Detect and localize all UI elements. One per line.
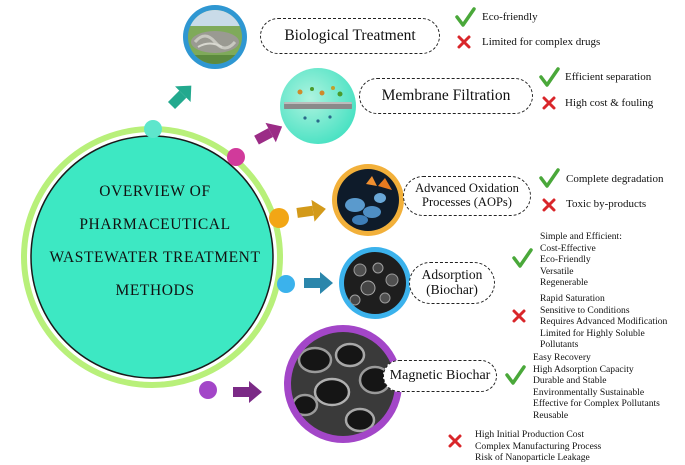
con-text: Rapid Saturation [540,293,605,304]
check-icon [539,168,560,188]
center-title-line: OVERVIEW OF [99,183,211,200]
magnetic-cons-list: High Initial Production Cost Complex Man… [475,429,601,464]
method-name-line: Processes (AOPs) [422,195,512,209]
method-name-line: Adsorption [421,267,483,283]
ring-dot-orange [269,208,289,228]
ring-dot-magenta [227,148,245,166]
pro-text: Complete degradation [566,173,664,185]
biological-treatment-image [183,5,247,69]
center-title-line: METHODS [115,282,195,299]
pro-text: Efficient separation [565,71,652,83]
con-text: High cost & fouling [565,97,654,109]
ring-dot-teal [144,120,162,138]
cross-icon [457,35,471,49]
method-name: Biological Treatment [284,27,416,45]
cross-icon [512,309,526,323]
check-icon [512,248,533,268]
adsorption-image [339,247,411,319]
con-text: Requires Advanced Modification [540,316,668,328]
arrow-to-aops [296,199,326,222]
pro-text: Versatile [540,265,574,277]
method-label-membrane-filtration: Membrane Filtration [359,78,533,114]
con-text: Complex Manufacturing Process [475,440,602,452]
aops-image [332,164,404,236]
adsorption-cons-list: Rapid Saturation Sensitive to Conditions… [540,293,667,351]
con-text: Risk of Nanoparticle Leakage [475,452,590,464]
arrow-to-membrane [254,122,283,145]
con-text: Pollutants [540,339,579,351]
pro-text: High Adsorption Capacity [533,363,634,375]
pro-text: Effective for Complex Pollutants [533,398,660,410]
membrane-filtration-image [280,68,356,144]
method-label-adsorption: Adsorption (Biochar) [409,262,495,304]
con-text: Limited for complex drugs [482,36,601,48]
method-label-magnetic-biochar: Magnetic Biochar [383,360,497,392]
pro-text: Regenerable [540,277,588,289]
pro-text: Reusable [533,409,569,421]
arrow-to-adsorption [304,272,333,294]
method-name: Magnetic Biochar [389,368,491,384]
method-label-biological-treatment: Biological Treatment [260,18,440,54]
pro-text: Simple and Efficient: [540,231,622,242]
arrow-to-magnetic [233,381,262,403]
pro-text: Eco-Friendly [540,254,591,266]
con-text: Toxic by-products [566,198,647,210]
pro-text: Eco-friendly [482,11,538,23]
con-text: High Initial Production Cost [475,429,584,440]
pro-text: Cost-Effective [540,242,596,254]
center-title-line: WASTEWATER TREATMENT [49,249,261,266]
check-icon [505,365,526,385]
method-name-line: (Biochar) [426,282,478,297]
check-icon [455,7,476,27]
con-text: Limited for Highly Soluble [540,327,645,339]
center-title: OVERVIEW OF PHARMACEUTICAL WASTEWATER TR… [30,175,280,307]
method-name-line: Advanced Oxidation [415,181,519,196]
arrow-to-biological [167,85,192,110]
pro-text: Durable and Stable [533,375,607,387]
magnetic-biochar-image [284,325,402,443]
ring-dot-purple [199,381,217,399]
cross-icon [542,198,556,212]
magnetic-pros-list: Easy Recovery High Adsorption Capacity D… [533,352,660,422]
adsorption-pros-list: Simple and Efficient: Cost-Effective Eco… [540,231,622,289]
ring-dot-blue [277,275,295,293]
center-title-line: PHARMACEUTICAL [79,216,231,233]
con-text: Sensitive to Conditions [540,304,630,316]
cross-icon [542,96,556,110]
method-label-aops: Advanced Oxidation Processes (AOPs) [403,176,531,216]
pro-text: Easy Recovery [533,352,591,363]
pro-text: Environmentally Sustainable [533,386,645,398]
cross-icon [448,434,462,448]
method-name: Membrane Filtration [381,87,511,105]
check-icon [539,67,560,87]
